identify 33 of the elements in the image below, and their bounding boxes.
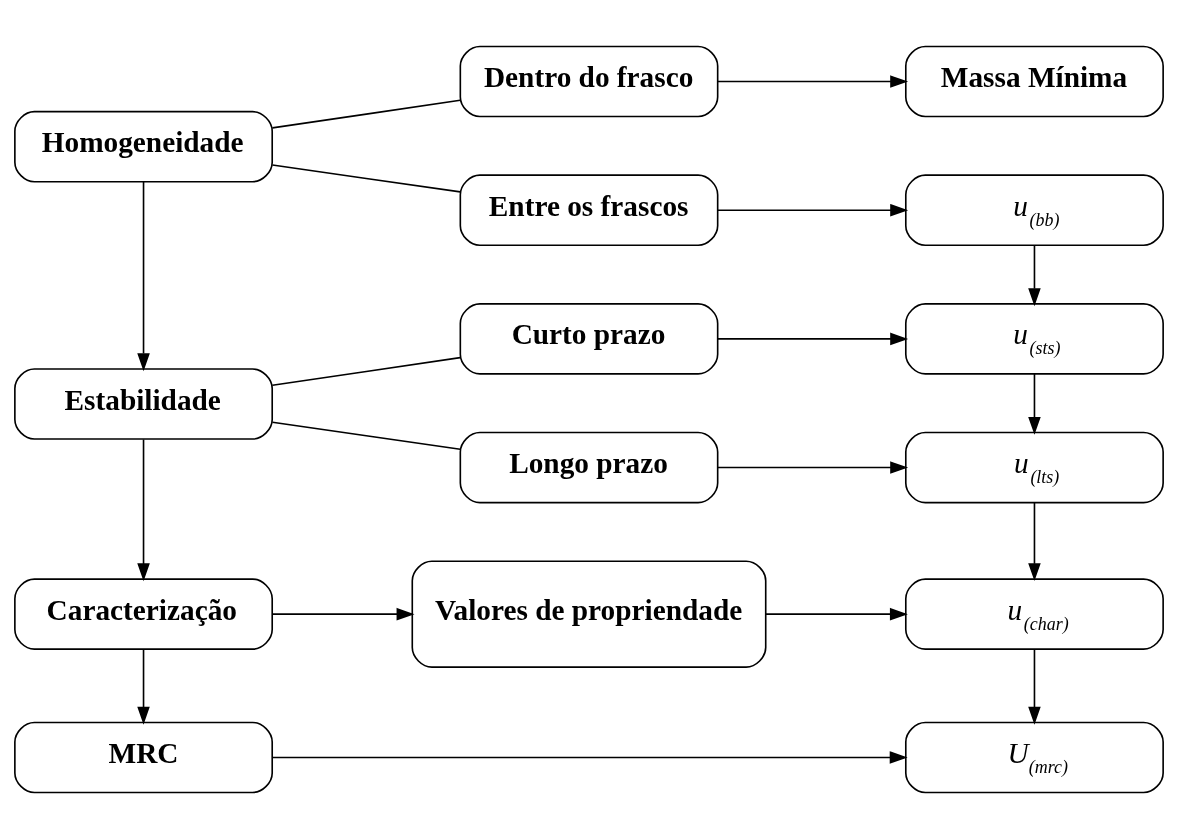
arrow xyxy=(137,648,150,725)
node-box: u$_{(bb)}$ xyxy=(904,174,1164,247)
node-box: Dentro do frasco xyxy=(459,45,719,118)
arrow xyxy=(717,203,909,217)
node-box: u$_{(char)}$ xyxy=(904,578,1164,650)
arrow xyxy=(765,607,908,621)
node-box: u$_{(lts)}$ xyxy=(904,431,1164,504)
connector xyxy=(271,421,461,451)
node-box: Caracterização xyxy=(14,578,274,650)
arrow xyxy=(717,75,909,88)
arrow xyxy=(1028,244,1041,307)
node-box: u$_{(sts)}$ xyxy=(904,303,1164,375)
connector xyxy=(271,99,461,129)
arrow xyxy=(271,607,415,621)
node-box: Homogeneidade xyxy=(14,110,274,183)
node-box: Valores de propriendade xyxy=(411,560,767,668)
arrow xyxy=(1028,648,1041,725)
arrow xyxy=(1028,373,1041,435)
arrow xyxy=(717,332,909,346)
arrow xyxy=(717,461,909,474)
node-box: Longo prazo xyxy=(459,431,719,504)
node-box: U$_{(mrc)}$ xyxy=(904,721,1164,794)
connector xyxy=(271,164,461,193)
node-box: Massa Mínima xyxy=(904,45,1164,118)
arrow xyxy=(271,751,908,764)
arrow xyxy=(1028,501,1041,582)
node-box: Curto prazo xyxy=(459,303,719,375)
arrow xyxy=(137,438,150,582)
node-box: Estabilidade xyxy=(14,368,274,440)
node-box: MRC xyxy=(14,721,274,794)
node-box: Entre os frascos xyxy=(459,174,719,247)
arrow xyxy=(137,181,150,372)
connector xyxy=(271,356,461,387)
